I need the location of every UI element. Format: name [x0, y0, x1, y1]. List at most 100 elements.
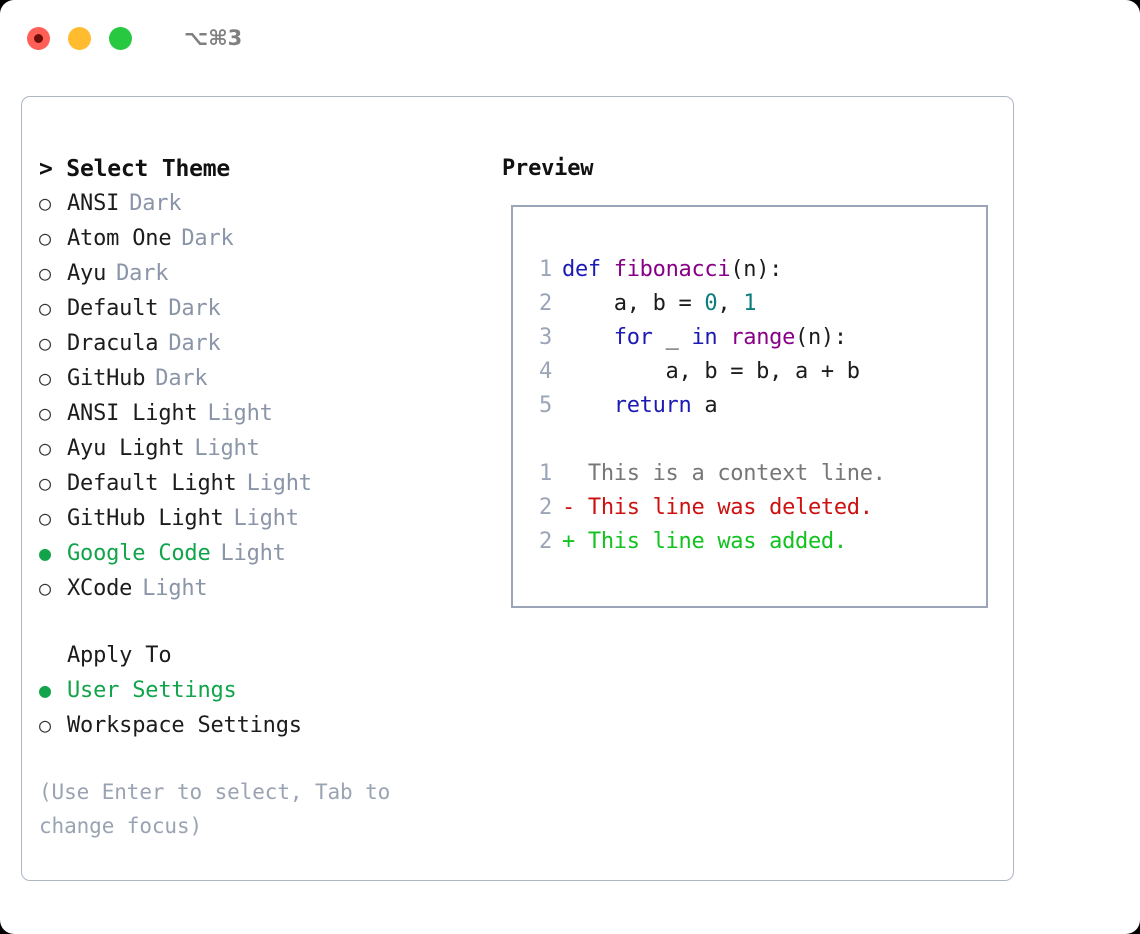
- theme-kind-badge: Light: [194, 436, 260, 461]
- apply-to-name: Workspace Settings: [67, 713, 302, 738]
- code-token-txt: _: [652, 325, 692, 350]
- theme-kind-badge: Dark: [168, 296, 221, 321]
- apply-to-item[interactable]: ● User Settings: [39, 673, 502, 708]
- code-token-fn: fibonacci: [613, 257, 731, 282]
- code-token-kw: return: [613, 393, 692, 418]
- theme-name: GitHub Light: [67, 506, 224, 531]
- code-line: 2 a, b = 0, 1: [524, 287, 886, 321]
- apply-to-label: Apply To: [67, 643, 172, 668]
- theme-list-item[interactable]: ○ GitHub Dark: [39, 361, 502, 396]
- theme-list-item[interactable]: ○ Atom One Dark: [39, 221, 502, 256]
- theme-name: ANSI: [67, 191, 120, 216]
- radio-unselected-icon[interactable]: ○: [39, 226, 51, 250]
- theme-kind-badge: Light: [142, 576, 208, 601]
- radio-unselected-icon[interactable]: ○: [39, 261, 51, 285]
- close-light-icon[interactable]: [27, 26, 50, 50]
- line-number: 1: [539, 257, 552, 282]
- radio-selected-icon[interactable]: ●: [39, 678, 51, 702]
- theme-list-item[interactable]: ○ GitHub Light Light: [39, 501, 502, 536]
- code-token-txt: (n):: [795, 325, 847, 350]
- code-line: [524, 423, 886, 457]
- theme-list-item[interactable]: ○ Ayu Light Light: [39, 431, 502, 466]
- radio-unselected-icon[interactable]: ○: [39, 576, 51, 600]
- radio-unselected-icon[interactable]: ○: [39, 366, 51, 390]
- theme-kind-badge: Dark: [168, 331, 221, 356]
- code-line: 1 def fibonacci(n):: [524, 253, 886, 287]
- code-token-ctx: This is a context line.: [562, 461, 886, 486]
- code-line: 2 + This line was added.: [524, 525, 886, 559]
- code-line: 3 for _ in range(n):: [524, 321, 886, 355]
- code-line: 1 This is a context line.: [524, 457, 886, 491]
- section-gap: [39, 606, 502, 639]
- code-token-kw: def: [562, 257, 601, 282]
- code-line: 2- This line was deleted.: [524, 491, 886, 525]
- code-token-txt: [562, 393, 614, 418]
- minimize-light-icon[interactable]: [68, 26, 91, 50]
- select-theme-title: > Select Theme: [39, 156, 231, 182]
- theme-name: Ayu Light: [67, 436, 185, 461]
- code-token-kw: in: [691, 325, 718, 350]
- theme-list-item[interactable]: ○ ANSI Light Light: [39, 396, 502, 431]
- line-number: 4: [539, 359, 552, 384]
- radio-unselected-icon[interactable]: ○: [39, 436, 51, 460]
- code-token-txt: a, b =: [562, 291, 705, 316]
- theme-name: Ayu: [67, 261, 107, 286]
- theme-kind-badge: Light: [207, 401, 273, 426]
- radio-selected-icon[interactable]: ●: [39, 541, 51, 565]
- theme-list-item[interactable]: ○ Dracula Dark: [39, 326, 502, 361]
- title-bar: ⌥⌘3: [0, 0, 1140, 76]
- theme-name: Dracula: [67, 331, 159, 356]
- code-token-txt: ,: [717, 291, 744, 316]
- radio-unselected-icon[interactable]: ○: [39, 506, 51, 530]
- theme-list-item[interactable]: ○ XCode Light: [39, 571, 502, 606]
- radio-unselected-icon[interactable]: ○: [39, 401, 51, 425]
- code-token-txt: [601, 257, 614, 282]
- line-number: 2: [539, 529, 552, 554]
- theme-list-item[interactable]: ○ Default Dark: [39, 291, 502, 326]
- radio-unselected-icon[interactable]: ○: [39, 331, 51, 355]
- code-token-num: 1: [743, 291, 757, 316]
- theme-kind-badge: Light: [233, 506, 299, 531]
- theme-kind-badge: Dark: [129, 191, 182, 216]
- theme-name: Default Light: [67, 471, 237, 496]
- radio-unselected-icon[interactable]: ○: [39, 471, 51, 495]
- line-number: 3: [539, 325, 552, 350]
- code-line: 4 a, b = b, a + b: [524, 355, 886, 389]
- theme-kind-badge: Dark: [155, 366, 208, 391]
- line-number: 2: [539, 291, 552, 316]
- theme-list-item[interactable]: ○ Default Light Light: [39, 466, 502, 501]
- code-token-txt: (n):: [730, 257, 783, 282]
- code-token-txt: a, b = b, a + b: [562, 359, 861, 384]
- maximize-light-icon[interactable]: [109, 26, 132, 50]
- theme-name: Default: [67, 296, 159, 321]
- theme-kind-badge: Dark: [181, 226, 234, 251]
- line-number: 5: [539, 393, 552, 418]
- code-token-fn: range: [730, 325, 796, 350]
- radio-unselected-icon[interactable]: ○: [39, 191, 51, 215]
- apply-to-item[interactable]: ○ Workspace Settings: [39, 708, 502, 743]
- line-number: 1: [539, 461, 552, 486]
- theme-kind-badge: Light: [246, 471, 312, 496]
- code-token-kw: for: [613, 325, 653, 350]
- preview-title: Preview: [502, 156, 594, 181]
- theme-name: ANSI Light: [67, 401, 198, 426]
- theme-name: XCode: [67, 576, 133, 601]
- code-token-add: + This line was added.: [562, 529, 847, 554]
- apply-to-name: User Settings: [67, 678, 237, 703]
- keyboard-shortcut-label: ⌥⌘3: [184, 26, 243, 50]
- radio-unselected-icon[interactable]: ○: [39, 296, 51, 320]
- radio-unselected-icon[interactable]: ○: [39, 713, 51, 737]
- code-line: 5 return a: [524, 389, 886, 423]
- keyboard-hint: (Use Enter to select, Tab to change focu…: [39, 780, 391, 838]
- theme-list-item[interactable]: ○ ANSI Dark: [39, 186, 502, 221]
- theme-name: GitHub: [67, 366, 146, 391]
- theme-name: Atom One: [67, 226, 172, 251]
